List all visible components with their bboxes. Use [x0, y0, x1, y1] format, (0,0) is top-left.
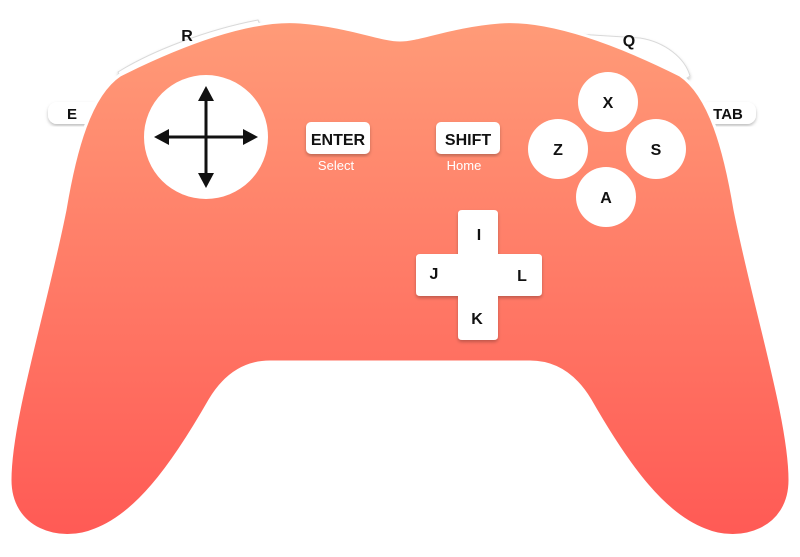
cross-pad-left-label: J [430, 266, 439, 283]
shift-button-label: SHIFT [445, 132, 491, 149]
four-way-arrow-icon [154, 86, 258, 188]
cross-pad[interactable] [416, 210, 542, 340]
face-button-right-label: S [651, 142, 662, 159]
cross-pad-right-label: L [517, 268, 527, 285]
face-button-left-label: Z [553, 142, 563, 159]
enter-caption: Select [318, 158, 355, 173]
enter-button-label: ENTER [311, 132, 366, 149]
right-side-label: TAB [713, 106, 743, 123]
left-bumper-label: R [181, 28, 193, 45]
face-button-bottom-label: A [600, 190, 612, 207]
shift-button[interactable] [436, 122, 500, 154]
left-side-label: E [67, 106, 77, 123]
face-button-top-label: X [603, 95, 614, 112]
right-bumper-label: Q [623, 33, 635, 50]
shift-caption: Home [447, 158, 482, 173]
cross-pad-up-label: I [477, 227, 481, 244]
right-side-button[interactable] [700, 102, 756, 124]
face-button-top[interactable] [578, 72, 638, 132]
face-button-bottom[interactable] [576, 167, 636, 227]
enter-button[interactable] [306, 122, 370, 154]
cross-pad-down-label: K [471, 311, 483, 328]
face-button-right[interactable] [626, 119, 686, 179]
face-button-left[interactable] [528, 119, 588, 179]
controller-body [8, 20, 792, 538]
